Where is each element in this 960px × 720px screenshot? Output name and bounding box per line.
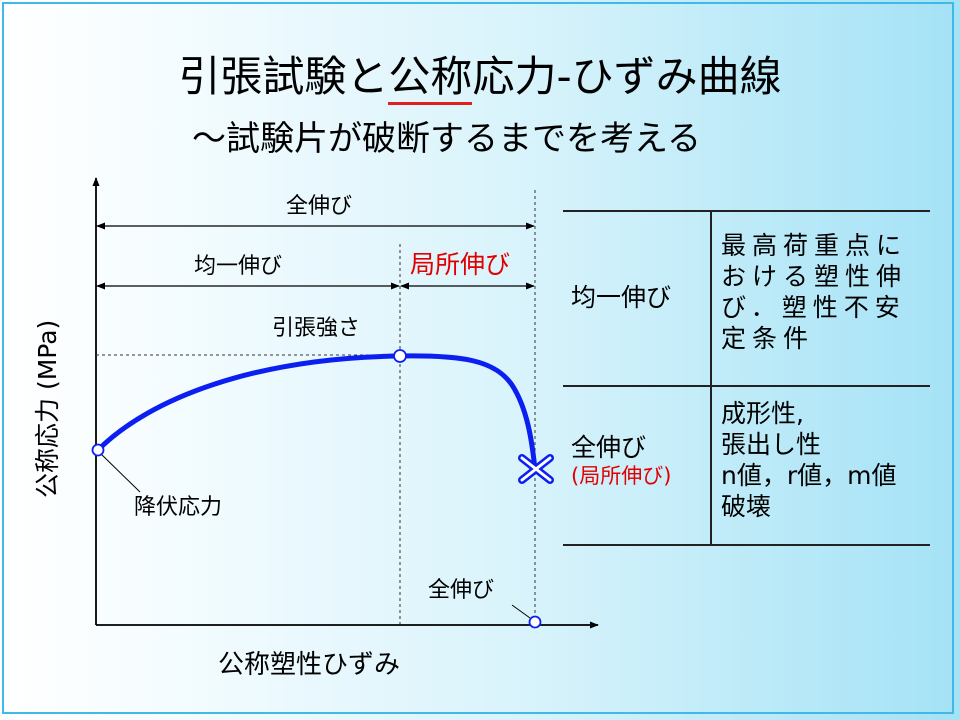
slide-subtitle: 〜試験片が破断するまでを考える [192, 119, 701, 159]
table-cell-term-text: 全伸び [571, 433, 647, 462]
yield-point-marker [91, 443, 105, 457]
table-column-divider [710, 210, 712, 546]
table-cell-line: 張出し性 [721, 430, 822, 459]
tensile-strength-marker [393, 349, 407, 363]
table-cell-term-subtext: (局所伸び) [571, 464, 672, 488]
table-cell-term: 均一伸び [571, 282, 671, 313]
yield-stress-label: 降伏応力 [134, 495, 223, 520]
elongation-table: 均一伸び 最高荷重点に おける塑性伸 び．塑性不安 定条件 全伸び (局所伸び)… [563, 210, 930, 546]
table-cell-line: 破壊 [721, 492, 772, 521]
local-elongation-label: 局所伸び [410, 250, 511, 279]
table-cell-line: 最高荷重点に [721, 231, 908, 260]
table-cell-description: 最高荷重点に おける塑性伸 び．塑性不安 定条件 [721, 230, 907, 354]
table-top-rule [563, 210, 930, 212]
x-axis-label: 公称塑性ひずみ [218, 650, 401, 680]
uniform-elongation-label: 均一伸び [194, 254, 283, 279]
title-part-1: 引張試験と [178, 52, 389, 101]
slide-title: 引張試験と公称応力-ひずみ曲線 [0, 52, 960, 105]
table-cell-line: おける塑性伸 [721, 262, 908, 291]
title-underlined-word: 公称 [388, 52, 473, 105]
table-cell-term: 全伸び (局所伸び) [571, 432, 671, 489]
table-cell-term-text: 均一伸び [571, 283, 672, 312]
total-elongation-point-marker [528, 615, 542, 629]
table-middle-rule [563, 385, 930, 387]
table-cell-line: 成形性, [721, 399, 804, 428]
title-part-2: 応力-ひずみ曲線 [472, 52, 782, 101]
table-cell-line: n値，r値，m値 [721, 461, 897, 490]
yield-stress-leader [99, 452, 141, 493]
y-axis-label: 公称応力 (MPa) [33, 319, 62, 498]
total-elongation-label-top: 全伸び [286, 194, 353, 219]
stress-strain-curve [95, 353, 538, 473]
total-elongation-leader [511, 604, 531, 619]
fracture-mark [518, 454, 554, 484]
total-elongation-axis-label: 全伸び [428, 578, 495, 603]
table-cell-line: 定条件 [721, 324, 815, 353]
table-cell-description: 成形性, 張出し性 n値，r値，m値 破壊 [721, 398, 896, 522]
tensile-strength-label: 引張強さ [272, 316, 361, 341]
table-cell-line: び．塑性不安 [721, 293, 906, 322]
table-bottom-rule [563, 544, 930, 546]
